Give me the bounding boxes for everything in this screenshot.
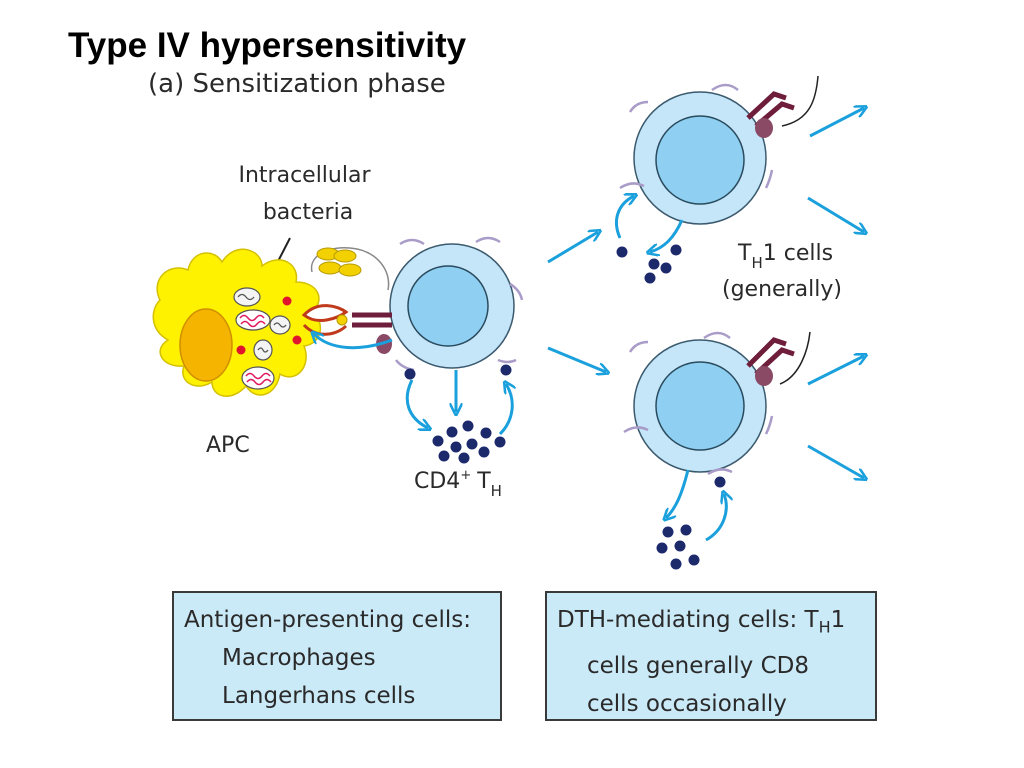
receptor — [352, 312, 392, 328]
bacteria-vacuole — [253, 339, 273, 361]
cd4-th-cell — [352, 236, 524, 372]
mhc-molecule — [301, 304, 349, 336]
cytokine-dot — [714, 476, 726, 488]
apc-nucleus — [179, 308, 233, 382]
cytokine-cluster — [432, 420, 506, 464]
cytokine-dot — [404, 368, 416, 380]
cd4-sup: + — [460, 468, 471, 483]
th1-cell-top — [619, 75, 819, 225]
th-text: T — [476, 469, 491, 494]
dth-heading-post: 1 — [830, 607, 846, 633]
effector-arrow — [809, 108, 864, 138]
effector-arrow — [807, 356, 864, 386]
dth-box-heading: DTH-mediating cells: TH1 — [557, 601, 865, 647]
autocrine-arrow — [615, 196, 634, 239]
costim-molecule — [310, 246, 390, 291]
th-cell-nucleus — [407, 265, 489, 347]
feedback-arrow — [314, 334, 393, 350]
th1-generally: (generally) — [722, 277, 842, 302]
secretion-arrow — [405, 379, 428, 428]
th1-sub: H — [751, 254, 762, 272]
effector-arrow — [807, 444, 864, 478]
red-granule — [236, 345, 246, 355]
apc-info-box: Antigen-presenting cells: Macrophages La… — [172, 591, 502, 721]
th1-t: T — [737, 241, 752, 266]
secretion-arrow — [666, 469, 690, 518]
receptor — [746, 337, 795, 376]
dth-heading-pre: DTH-mediating cells: T — [557, 607, 819, 633]
apc-box-heading: Antigen-presenting cells: — [184, 607, 471, 633]
slide-title: Type IV hypersensitivity — [68, 26, 467, 65]
th1-cell-bottom — [623, 331, 811, 476]
cd4-text: CD4 — [414, 469, 460, 494]
phase-title: (a) Sensitization phase — [148, 69, 446, 99]
red-granule — [292, 335, 302, 345]
cytokine-cluster — [616, 244, 682, 284]
bacteria-label: Intracellular bacteria — [238, 163, 377, 225]
proliferation-arrow — [547, 346, 606, 372]
bacteria-label-line-1: Intracellular — [238, 163, 371, 188]
apc-label: APC — [206, 433, 250, 458]
apc-cell — [152, 248, 322, 397]
proliferation-arrow — [547, 232, 598, 264]
dth-info-box: DTH-mediating cells: TH1 cells generally… — [545, 591, 877, 721]
bacteria-vacuole — [235, 309, 271, 331]
cytokine-cluster — [656, 524, 700, 570]
dth-box-line: cells occasionally — [587, 690, 787, 717]
bacteria-vacuole — [241, 366, 275, 390]
bacteria-vacuole — [269, 315, 291, 335]
bacteria-vacuole — [233, 287, 261, 307]
th1-cells-label: TH1 cells (generally) — [722, 241, 842, 302]
autocrine-arrow — [498, 384, 512, 436]
dth-box-line: cells generally CD8 — [587, 652, 810, 679]
bacteria-label-line-2: bacteria — [263, 200, 353, 225]
apc-box-item: Macrophages — [222, 645, 376, 671]
effector-arrow — [807, 196, 864, 232]
secretion-arrow — [650, 219, 684, 252]
red-granule — [282, 296, 292, 306]
dth-heading-sub: H — [818, 617, 831, 637]
cytokine-dot — [500, 364, 512, 376]
cd4-th-label: CD4+ TH — [414, 468, 502, 500]
autocrine-arrow — [705, 494, 726, 542]
th1-post: 1 cells — [763, 241, 833, 266]
th-sub: H — [491, 482, 502, 500]
apc-box-item: Langerhans cells — [222, 683, 416, 709]
